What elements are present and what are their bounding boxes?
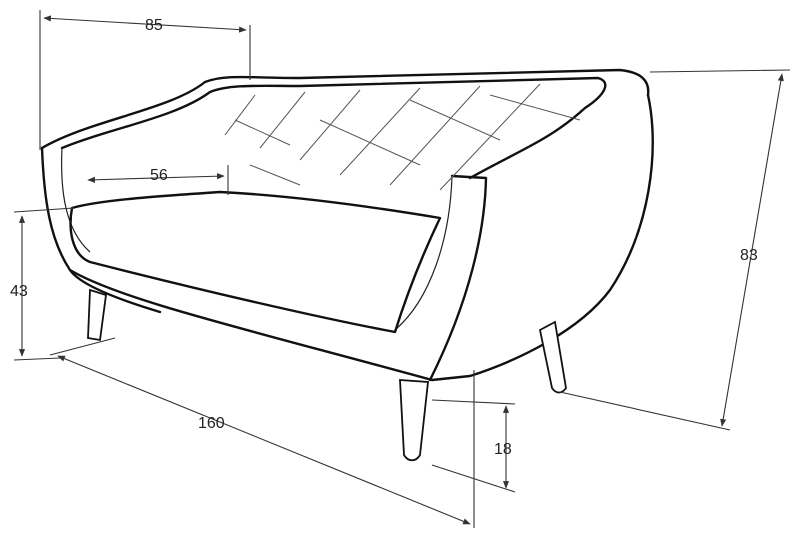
dimension-85-label: 85 <box>145 17 163 34</box>
sofa-right-arm-front <box>428 174 488 382</box>
sofa-front-bottom <box>68 268 434 382</box>
sofa-left-arm <box>40 146 162 314</box>
sofa-left-arm-inner <box>61 147 91 253</box>
sofa-seat <box>69 190 442 334</box>
dimension-56-label: 56 <box>150 167 168 184</box>
sofa-back-inner <box>60 76 607 180</box>
dimension-85: 85 <box>39 10 251 150</box>
leg-front-right <box>399 379 429 462</box>
leg-front-left <box>87 288 107 342</box>
sofa-right-arm-front-inner <box>394 175 453 331</box>
dimension-56: 56 <box>87 165 229 195</box>
dimension-43: 43 <box>10 207 75 361</box>
dimension-160-label: 160 <box>198 415 225 432</box>
sofa-outline <box>40 68 654 382</box>
sofa-right-arm <box>430 93 654 382</box>
dimension-160: 160 <box>49 337 475 528</box>
sofa-back-quilting <box>224 83 581 191</box>
dimension-43-label: 43 <box>10 283 28 300</box>
sofa-legs <box>87 288 567 462</box>
dimension-83: 83 <box>559 69 791 431</box>
sofa-back-top <box>40 68 650 150</box>
dimension-83-label: 83 <box>740 247 758 264</box>
dimension-18-label: 18 <box>494 441 512 458</box>
dimension-18: 18 <box>431 399 516 493</box>
